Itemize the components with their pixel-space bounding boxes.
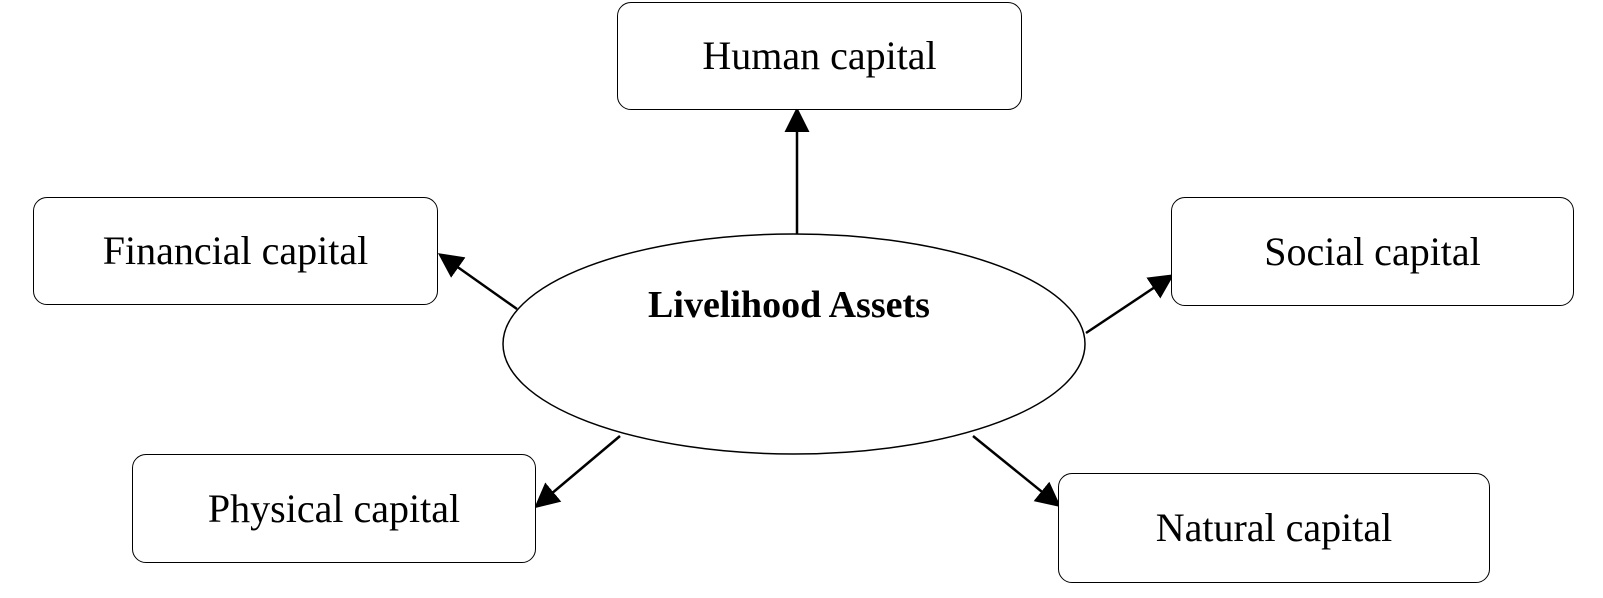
- arrow-to-physical-capital: [534, 435, 621, 509]
- arrow-to-social-capital: [1085, 274, 1175, 335]
- social-capital-box: Social capital: [1171, 197, 1574, 306]
- livelihood-assets-label: Livelihood Assets: [648, 284, 930, 326]
- natural-capital-box: Natural capital: [1058, 473, 1490, 583]
- livelihood-assets-ellipse: [502, 233, 1086, 455]
- financial-capital-box: Financial capital: [33, 197, 438, 305]
- physical-capital-box: Physical capital: [132, 454, 536, 563]
- arrow-to-financial-capital: [437, 253, 518, 311]
- human-capital-box: Human capital: [617, 2, 1022, 110]
- arrow-to-natural-capital: [972, 435, 1061, 508]
